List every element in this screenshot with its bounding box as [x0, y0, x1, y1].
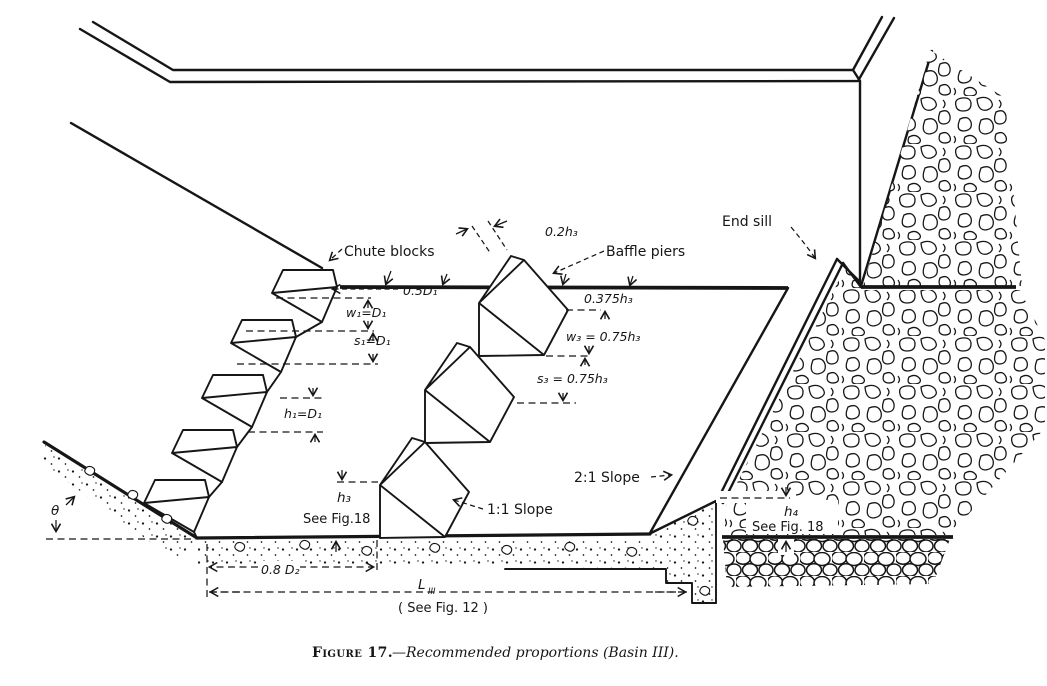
- dim-basin-length: L: [418, 577, 426, 593]
- riprap-strip: [723, 539, 950, 587]
- chute-block: [143, 479, 210, 533]
- chute-blocks-group: [143, 269, 338, 539]
- pebble-doodles: [84, 465, 711, 596]
- dim-chute-block-spacing: s₁=D₁: [354, 333, 391, 348]
- annotations: Chute blocks Baffle piers End sill 2:1 S…: [51, 214, 824, 616]
- sill-end-cap: [651, 502, 716, 540]
- dim-basin-length-sub: III: [428, 587, 436, 597]
- baffle-pier: [478, 255, 569, 357]
- label-slope-1-1: 1:1 Slope: [487, 502, 553, 518]
- chute-block: [201, 374, 268, 428]
- chute-block: [171, 429, 238, 483]
- baffle-piers-group: [379, 255, 569, 539]
- earth-slope-line: [42, 440, 199, 540]
- label-slope-2-1: 2:1 Slope: [574, 470, 640, 486]
- dim-baffle-spacing: s₃ = 0.75h₃: [537, 371, 608, 386]
- label-baffle-piers: Baffle piers: [606, 244, 685, 260]
- chute-top-edge: [69, 121, 324, 270]
- label-chute-angle: θ: [51, 503, 59, 519]
- chute-toe-segments: [193, 321, 323, 539]
- caption-text: —Recommended proportions (Basin III).: [392, 645, 679, 661]
- dim-baffle-upper-face: 0.375h₃: [584, 291, 633, 306]
- dim-baffle-height: h₃: [337, 490, 351, 506]
- dim-baffle-top-width: 0.2h₃: [545, 224, 578, 239]
- chute-and-walls: [69, 15, 934, 289]
- end-sill-toe-line: [648, 286, 790, 535]
- apron-section: [40, 444, 717, 604]
- figure-caption: Figure 17. —Recommended proportions (Bas…: [312, 645, 679, 661]
- floor-wall-junction: [339, 285, 789, 290]
- caption-figure-label: Figure 17.: [312, 645, 393, 661]
- baffle-pier: [379, 437, 470, 539]
- chute-block: [271, 269, 338, 323]
- dim-chute-block-height: h₁=D₁: [284, 406, 322, 421]
- dim-basin-length-ref: ( See Fig. 12 ): [398, 601, 488, 616]
- end-sill-crest-upstream: [716, 257, 839, 501]
- dim-chute-block-edge-gap: 0.5D₁: [403, 283, 438, 298]
- earth-fill: [40, 444, 196, 562]
- dim-end-sill-height-ref: See Fig. 18: [752, 520, 824, 535]
- label-chute-blocks: Chute blocks: [344, 244, 435, 260]
- dimension-graphics: [46, 218, 838, 599]
- dim-baffle-width: w₃ = 0.75h₃: [566, 329, 640, 344]
- slab-section: [198, 541, 665, 568]
- baffle-pier: [424, 342, 515, 444]
- dim-chute-block-width: w₁=D₁: [346, 305, 386, 320]
- label-end-sill: End sill: [722, 214, 772, 230]
- dim-baffle-height-ref: See Fig.18: [303, 512, 370, 527]
- chute-block: [230, 319, 297, 373]
- end-sill-crest-downstream: [721, 261, 845, 505]
- dim-chute-to-baffle-distance: 0.8 D₂: [261, 562, 300, 577]
- dim-end-sill-height: h₄: [784, 504, 799, 520]
